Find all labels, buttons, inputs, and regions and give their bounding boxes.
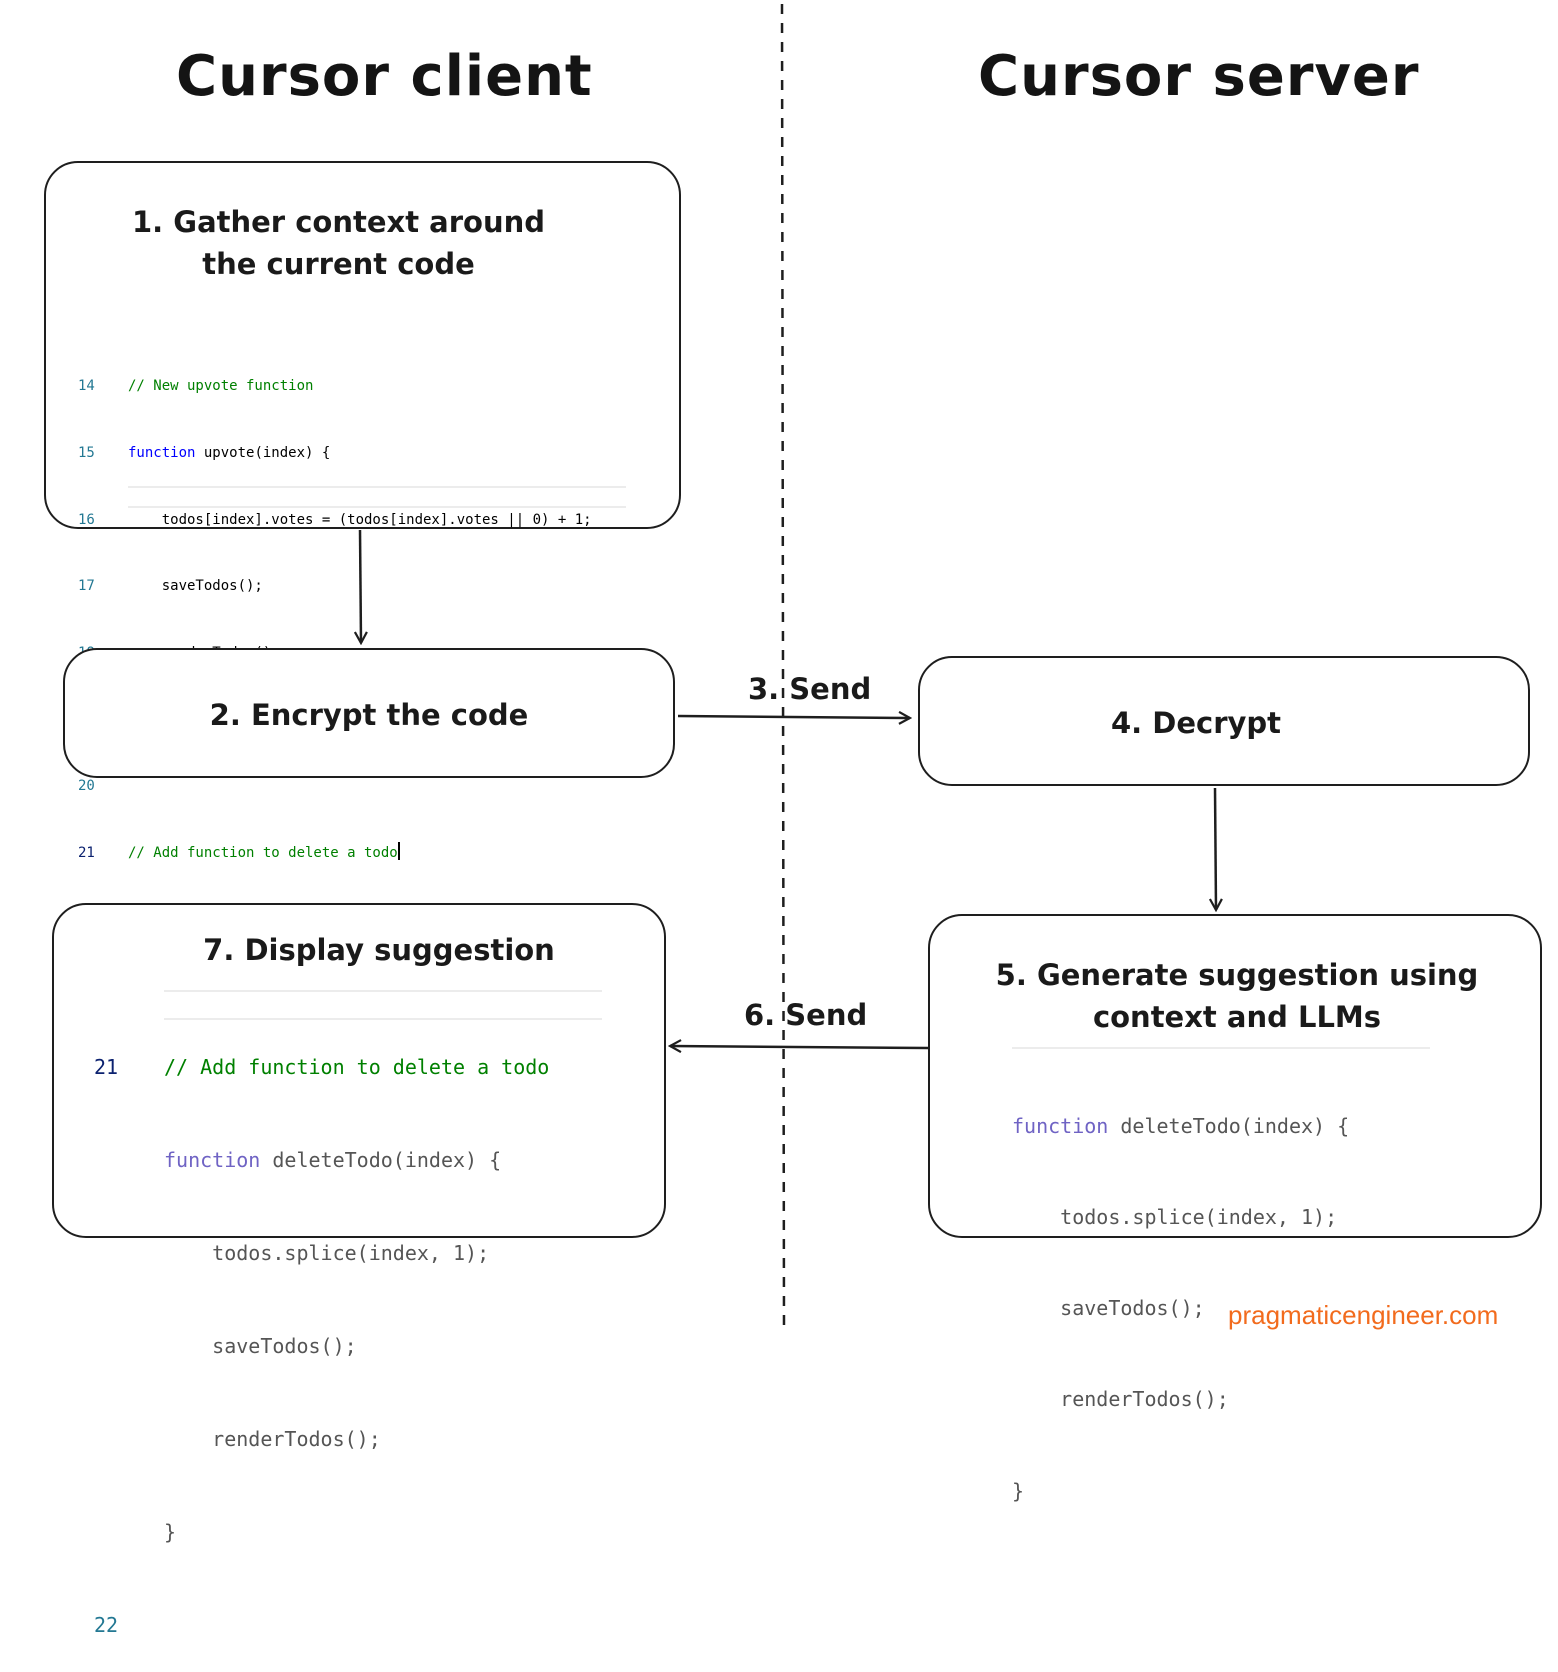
code-line: deleteTodo(index) { (260, 1148, 502, 1172)
client-server-divider (780, 3, 786, 1333)
connector-layer (0, 3, 1558, 1333)
step-generate-box: 5. Generate suggestion using context and… (928, 914, 1542, 1238)
step-display-title: 7. Display suggestion (203, 933, 555, 967)
step-generate-title: 5. Generate suggestion using context and… (995, 958, 1479, 1034)
line-number: 20 (78, 777, 95, 794)
step-encrypt-box: 2. Encrypt the code (63, 648, 675, 778)
step-gather-box: 1. Gather context around the current cod… (44, 161, 681, 529)
arrow-gather-to-encrypt (360, 529, 361, 643)
line-number: 14 (78, 378, 95, 395)
server-heading: Cursor server (978, 44, 1420, 109)
context-code-editor: 14 // New upvote function 15 function upvo… (78, 331, 638, 860)
current-line-highlight (128, 486, 626, 508)
code-line: // Add function to delete a todo (164, 1055, 550, 1079)
line-number: 15 (78, 445, 95, 461)
code-line: upvote(index) { (195, 445, 331, 461)
display-code-editor: 21 // Add function to delete a todo funct… (94, 990, 614, 1637)
suggestion-divider (1012, 1047, 1430, 1049)
code-line: // New upvote function (128, 378, 314, 395)
current-line-highlight (164, 990, 602, 1020)
code-line: } (164, 1520, 177, 1544)
arrow-send-to-server (677, 716, 910, 718)
step-decrypt-box: 4. Decrypt (918, 656, 1530, 786)
line-number: 21 (94, 1055, 119, 1079)
code-line: renderTodos(); (1012, 1387, 1229, 1412)
arrow-decrypt-to-generate (1215, 787, 1216, 910)
code-line: // Add function to delete a todo (128, 844, 398, 861)
step-encrypt-title: 2. Encrypt the code (209, 698, 529, 732)
line-number: 16 (78, 511, 95, 528)
code-keyword: function (1012, 1113, 1109, 1138)
code-line: saveTodos(); (128, 578, 263, 595)
line-number: 21 (78, 844, 95, 861)
arrow-send-to-client (670, 1046, 929, 1048)
step-display-box: 7. Display suggestion (52, 903, 666, 1238)
code-line: todos.splice(index, 1); (1012, 1205, 1338, 1230)
code-line: renderTodos(); (164, 1427, 381, 1451)
code-line: saveTodos(); (164, 1334, 357, 1358)
code-line: } (1012, 1478, 1025, 1503)
text-cursor (397, 841, 400, 860)
step-decrypt-title: 4. Decrypt (1110, 706, 1282, 740)
code-line: saveTodos(); (1012, 1296, 1205, 1321)
code-line: todos.splice(index, 1); (164, 1241, 490, 1265)
step-send-back-label: 6. Send (744, 998, 868, 1032)
step-send-label: 3. Send (748, 672, 872, 706)
client-heading: Cursor client (176, 44, 593, 109)
step-gather-title: 1. Gather context around the current cod… (131, 205, 546, 281)
code-keyword: function (128, 445, 196, 461)
code-line: todos[index].votes = (todos[index].votes… (128, 511, 592, 528)
code-line: deleteTodo(index) { (1108, 1113, 1350, 1138)
generated-code: function deleteTodo(index) { todos.splic… (1012, 1050, 1432, 1503)
line-number: 22 (94, 1613, 119, 1637)
site-watermark: pragmaticengineer.com (1228, 1300, 1499, 1330)
code-keyword: function (164, 1148, 261, 1172)
line-number: 17 (78, 578, 95, 595)
